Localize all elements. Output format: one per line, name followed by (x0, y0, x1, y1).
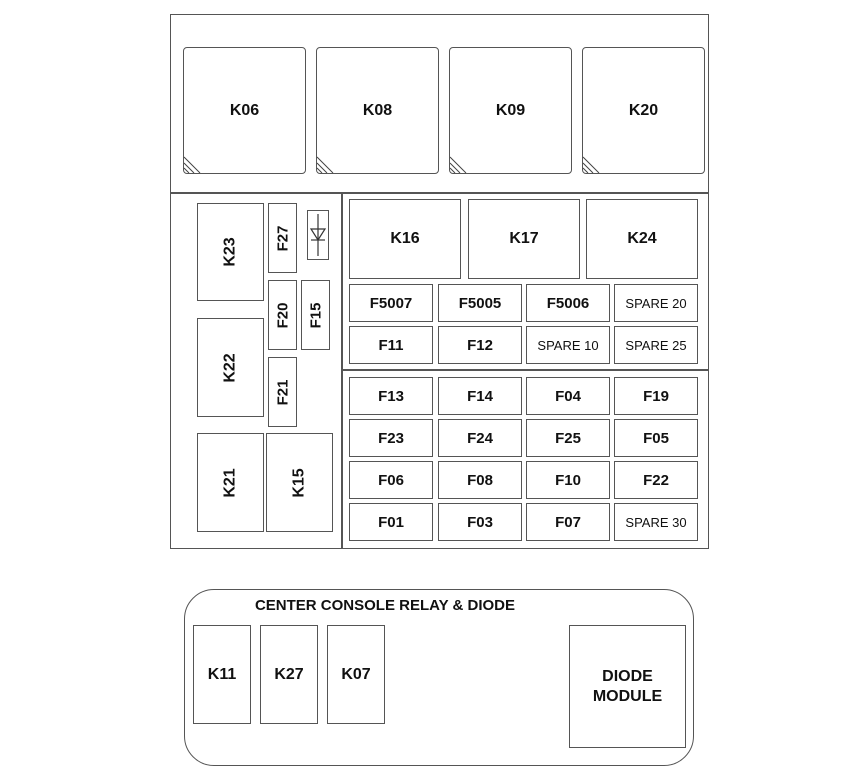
fuse-label: F03 (467, 513, 493, 531)
fuse-f11[interactable]: F11 (349, 326, 433, 364)
fuse-label: F19 (643, 387, 669, 405)
fuse-label: F07 (555, 513, 581, 531)
fuse-f5006[interactable]: F5006 (526, 284, 610, 322)
fuse-label: F27 (273, 225, 291, 251)
relay-k27[interactable]: K27 (260, 625, 318, 724)
fuse-label: SPARE 30 (625, 514, 687, 530)
relay-corner-mark-icon (317, 156, 334, 173)
fuse-f20[interactable]: F20 (268, 280, 297, 350)
relay-k06[interactable]: K06 (183, 47, 306, 174)
fuse-label: F11 (378, 336, 404, 354)
fuse-label: F20 (273, 302, 291, 328)
relay-k08[interactable]: K08 (316, 47, 439, 174)
fuse-f04[interactable]: F04 (526, 377, 610, 415)
fuse-f24[interactable]: F24 (438, 419, 522, 457)
relay-k24[interactable]: K24 (586, 199, 698, 279)
fuse-label: F25 (555, 429, 581, 447)
fuse-f27[interactable]: F27 (268, 203, 297, 273)
fuse-label: F01 (378, 513, 404, 531)
relay-label: K23 (221, 237, 239, 267)
fuse-label: F04 (555, 387, 581, 405)
relay-label: K08 (362, 101, 393, 119)
fuse-f21[interactable]: F21 (268, 357, 297, 427)
fuse-label: F5006 (546, 294, 590, 312)
fuse-f5005[interactable]: F5005 (438, 284, 522, 322)
fuse-f19[interactable]: F19 (614, 377, 698, 415)
fuse-label: F05 (643, 429, 669, 447)
relay-k21[interactable]: K21 (197, 433, 264, 532)
relay-label: K27 (274, 665, 304, 683)
fuse-f05[interactable]: F05 (614, 419, 698, 457)
relay-label: K17 (509, 230, 539, 247)
fuse-f06[interactable]: F06 (349, 461, 433, 499)
fuse-f12[interactable]: F12 (438, 326, 522, 364)
relay-k17[interactable]: K17 (468, 199, 580, 279)
diode-icon (309, 214, 327, 256)
fuse-label: F08 (467, 471, 493, 489)
fuse-f15[interactable]: F15 (301, 280, 330, 350)
fuse-spare-25[interactable]: SPARE 25 (614, 326, 698, 364)
relay-label: K22 (221, 352, 239, 383)
relay-label: K16 (390, 230, 420, 247)
fuse-f10[interactable]: F10 (526, 461, 610, 499)
relay-corner-mark-icon (450, 156, 467, 173)
relay-label: K09 (495, 101, 526, 119)
relay-k07[interactable]: K07 (327, 625, 385, 724)
fuse-f03[interactable]: F03 (438, 503, 522, 541)
relay-label: K15 (290, 467, 308, 498)
fuse-label: F12 (467, 336, 493, 354)
fuse-label: F22 (643, 471, 669, 489)
relay-label: K20 (628, 101, 659, 119)
diode-module[interactable]: DIODE MODULE (569, 625, 686, 748)
relay-k20[interactable]: K20 (582, 47, 705, 174)
diode-module-label-line1: DIODE (602, 667, 653, 685)
relay-label: K21 (221, 467, 239, 498)
fuse-label: F06 (378, 471, 404, 489)
fuse-label: SPARE 10 (537, 337, 599, 353)
fuse-f07[interactable]: F07 (526, 503, 610, 541)
fuse-spare-20[interactable]: SPARE 20 (614, 284, 698, 322)
fuse-f14[interactable]: F14 (438, 377, 522, 415)
relay-k23[interactable]: K23 (197, 203, 264, 301)
fuse-label: F15 (306, 302, 324, 328)
fuse-f01[interactable]: F01 (349, 503, 433, 541)
fuse-f08[interactable]: F08 (438, 461, 522, 499)
relay-corner-mark-icon (583, 156, 600, 173)
fuse-label: F13 (378, 387, 404, 405)
fuse-label: SPARE 20 (625, 295, 687, 311)
console-title: CENTER CONSOLE RELAY & DIODE (254, 597, 516, 614)
diode-slot[interactable] (307, 210, 329, 260)
relay-corner-mark-icon (184, 156, 201, 173)
fuse-f22[interactable]: F22 (614, 461, 698, 499)
fuse-label: SPARE 25 (625, 337, 687, 353)
fuse-f13[interactable]: F13 (349, 377, 433, 415)
fuse-label: F14 (467, 387, 493, 405)
relay-k09[interactable]: K09 (449, 47, 572, 174)
relay-label: K11 (207, 665, 237, 683)
fuse-label: F10 (555, 471, 581, 489)
fuse-f5007[interactable]: F5007 (349, 284, 433, 322)
fuse-label: F5007 (369, 294, 413, 312)
relay-k15[interactable]: K15 (266, 433, 333, 532)
fuse-label: F21 (273, 379, 291, 405)
relay-label: K24 (627, 230, 657, 247)
fuse-label: F5005 (458, 294, 502, 312)
fuse-label: F24 (467, 429, 493, 447)
fuse-f23[interactable]: F23 (349, 419, 433, 457)
fuse-spare-30[interactable]: SPARE 30 (614, 503, 698, 541)
relay-label: K06 (229, 101, 260, 119)
relay-k16[interactable]: K16 (349, 199, 461, 279)
relay-k22[interactable]: K22 (197, 318, 264, 417)
fuse-spare-10[interactable]: SPARE 10 (526, 326, 610, 364)
fuse-f25[interactable]: F25 (526, 419, 610, 457)
relay-label: K07 (341, 665, 371, 683)
relay-k11[interactable]: K11 (193, 625, 251, 724)
diode-module-label-line2: MODULE (592, 687, 663, 705)
fuse-label: F23 (378, 429, 404, 447)
